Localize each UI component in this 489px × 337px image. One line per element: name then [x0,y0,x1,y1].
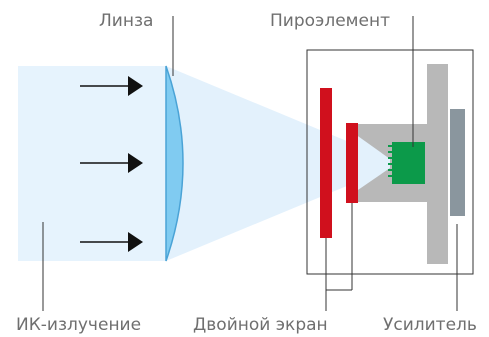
pyroelectric-chip-icon [388,142,425,184]
amplifier-board [427,64,448,264]
leader-dual-screen [325,203,353,311]
lens [165,65,184,262]
label-amplifier: Усилитель [383,315,477,335]
dual-screen-outer-plate [320,88,332,238]
right-arrow-icon [80,76,143,96]
label-pyroelement: Пироэлемент [270,11,390,31]
label-lens: Линза [99,11,154,31]
amplifier-chip [450,109,465,216]
label-dual-screen: Двойной экран [193,315,328,335]
right-arrow-icon [80,232,143,252]
dual-screen-inner-plate [346,123,358,203]
right-arrow-icon [80,153,143,173]
focused-beam-cone [166,66,390,261]
beam-entry-window [355,134,390,192]
sensor-housing-outline [306,49,474,275]
label-ir-radiation: ИК-излучение [16,315,142,335]
